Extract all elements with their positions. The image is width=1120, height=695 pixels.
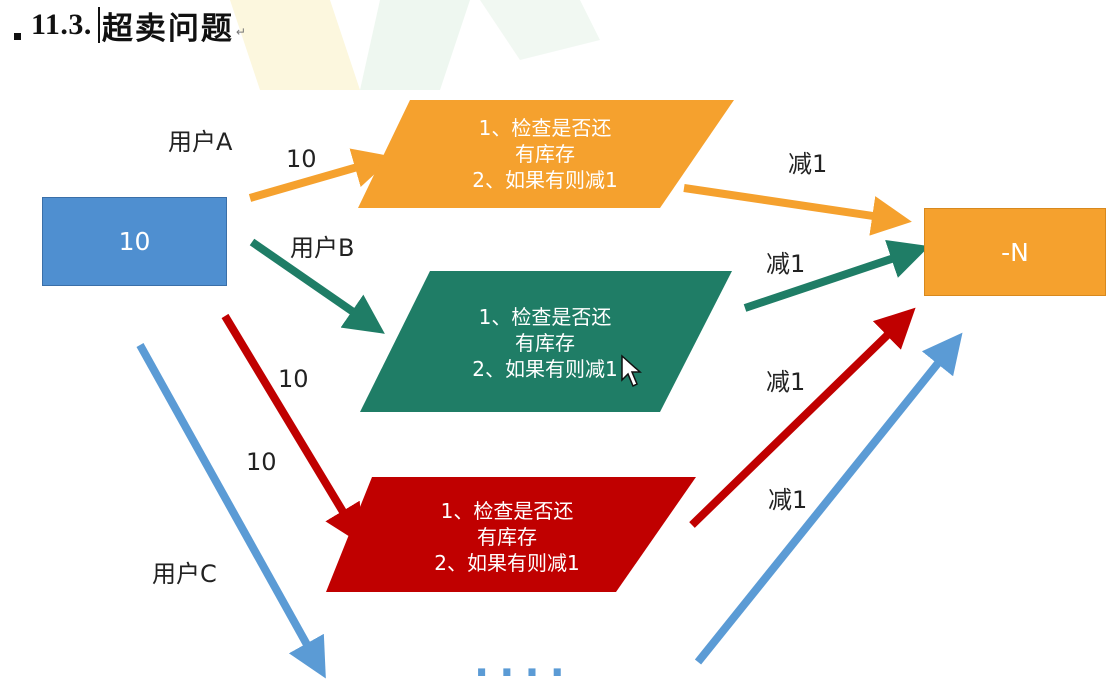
arrow-blue-to-result — [694, 332, 963, 665]
process-line-3: 2、如果有则减1 — [434, 550, 580, 575]
process-line-2: 有库存 — [515, 330, 575, 355]
process-line-1: 1、检查是否还 — [478, 304, 612, 329]
stock-box-label: 10 — [118, 227, 151, 256]
process-text-green: 1、检查是否还 有库存 2、如果有则减1 — [410, 290, 680, 395]
user-c-label: 用户C — [152, 560, 217, 588]
arrow-red-to-result — [689, 307, 916, 528]
user-b-label: 用户B — [290, 234, 355, 262]
arrow-red-to-process — [221, 313, 364, 546]
text-caret — [97, 7, 100, 43]
process-box-red — [326, 477, 696, 592]
arrow-c-down — [136, 343, 326, 679]
arrow-green-to-result — [743, 239, 930, 312]
process-line-1: 1、检查是否还 — [478, 116, 612, 140]
arrow-b-to-process — [249, 238, 385, 334]
edge-label-a: 10 — [286, 145, 317, 173]
process-line-1: 1、检查是否还 — [440, 498, 574, 523]
arrow-a-to-process — [248, 148, 394, 202]
arrow-orange-to-result — [683, 184, 912, 236]
process-line-2: 有库存 — [515, 142, 575, 166]
reduce-label: 减1 — [766, 368, 806, 396]
ellipsis: .... — [474, 640, 575, 686]
stock-box: 10 — [42, 197, 227, 286]
heading-title: 超卖问题 — [101, 10, 234, 47]
reduce-label: 减1 — [768, 486, 808, 514]
process-box-orange — [358, 100, 734, 208]
reduce-label: 减1 — [788, 150, 828, 178]
user-a-label: 用户A — [168, 128, 233, 156]
process-line-3: 2、如果有则减1 — [472, 356, 618, 381]
edge-label-c: 10 — [246, 448, 277, 476]
move-cursor-icon — [621, 354, 642, 388]
paragraph-mark: ↵ — [235, 25, 246, 39]
process-text-red: 1、检查是否还 有库存 2、如果有则减1 — [372, 484, 642, 589]
heading-bullet — [14, 32, 21, 40]
reduce-label: 减1 — [766, 250, 806, 278]
process-text-orange: 1、检查是否还 有库存 2、如果有则减1 — [410, 104, 680, 204]
edge-label-b: 10 — [278, 365, 309, 393]
result-box-label: -N — [1001, 237, 1029, 267]
process-box-green — [360, 271, 732, 412]
section-heading: 11.3. 超卖问题 ↵ — [14, 2, 246, 48]
process-line-2: 有库存 — [477, 524, 537, 549]
result-box: -N — [924, 208, 1106, 296]
heading-number: 11.3. — [31, 8, 92, 41]
process-line-3: 2、如果有则减1 — [472, 168, 618, 192]
